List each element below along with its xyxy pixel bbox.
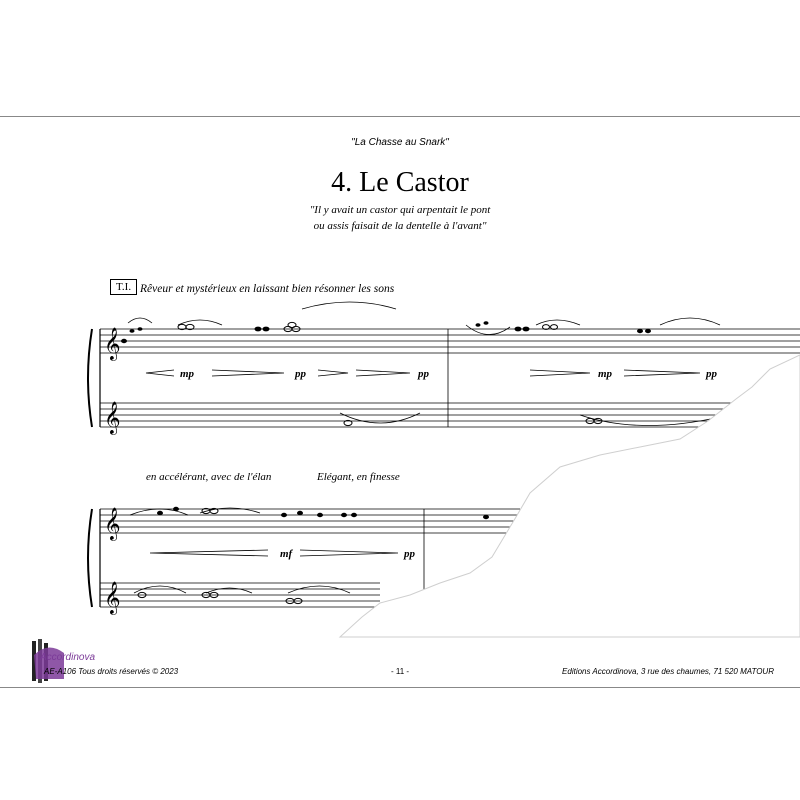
tempo-marking: Rêveur et mystérieux en laissant bien ré… xyxy=(140,283,395,295)
expression-marking-2: Elégant, en finesse xyxy=(317,471,400,483)
page-number: - 11 - xyxy=(390,667,410,676)
dynamic-mp-1: mp xyxy=(180,368,195,380)
dynamic-pp-4: pp xyxy=(403,548,416,560)
instrument-box: T.I. xyxy=(110,279,138,295)
torn-paper-overlay xyxy=(338,354,800,638)
staff-1-top xyxy=(100,328,800,354)
dynamic-pp-2: pp xyxy=(417,368,430,380)
staff-2-top xyxy=(100,508,520,534)
svg-text:𝄞: 𝄞 xyxy=(104,581,121,615)
dynamic-pp-3: pp xyxy=(705,368,718,380)
score-page: "La Chasse au Snark" 4. Le Castor "Il y … xyxy=(0,116,800,688)
svg-text:𝄞: 𝄞 xyxy=(104,327,121,361)
footer-right: Editions Accordinova, 3 rue des chaumes,… xyxy=(562,667,774,676)
suite-title: "La Chasse au Snark" xyxy=(351,137,449,148)
svg-text:𝄞: 𝄞 xyxy=(104,401,121,435)
svg-text:𝄞: 𝄞 xyxy=(104,507,121,541)
accordinova-logo xyxy=(32,639,64,683)
dynamic-mf: mf xyxy=(280,548,294,560)
footer-left: AE-A106 Tous droits réservés © 2023 xyxy=(44,667,179,676)
expression-marking-1: en accélérant, avec de l'élan xyxy=(146,471,272,483)
staff-2-bottom xyxy=(100,582,380,608)
epigraph-line-2: ou assis faisait de la dentelle à l'avan… xyxy=(313,220,487,232)
music-score: 𝄞 𝄞 𝄞 𝄞 xyxy=(87,301,800,638)
dynamic-pp-1: pp xyxy=(294,368,307,380)
staff-1-bottom xyxy=(100,402,800,428)
piece-title: 4. Le Castor xyxy=(331,167,469,198)
logo-text: Accordinova xyxy=(40,652,96,663)
dynamic-mp-2: mp xyxy=(598,368,613,380)
epigraph-line-1: "Il y avait un castor qui arpentait le p… xyxy=(309,204,491,216)
